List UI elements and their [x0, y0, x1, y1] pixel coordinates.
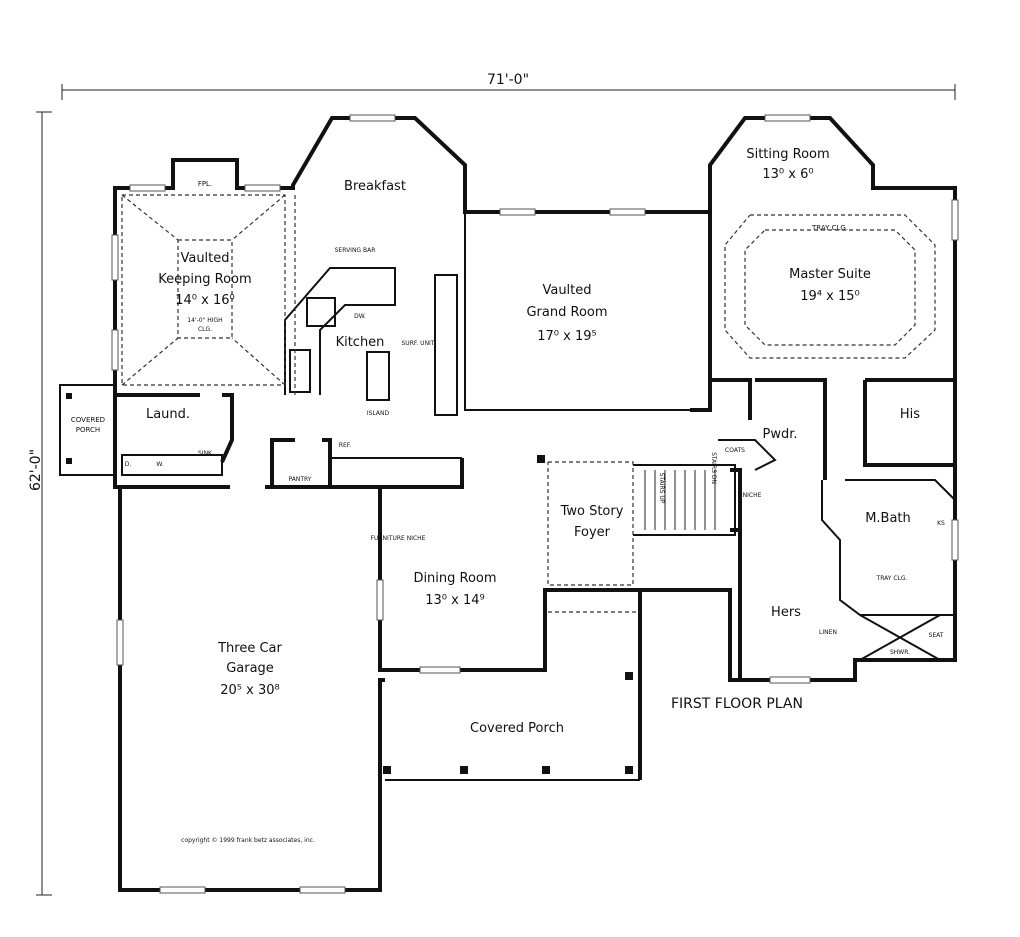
niche-label: NICHE: [743, 492, 762, 499]
side-porch-label-1: COVERED: [71, 416, 105, 424]
ks-label: KS: [937, 520, 945, 527]
refrigerator-label: REF.: [339, 442, 351, 449]
keeping-room-label-1: Vaulted: [180, 251, 229, 266]
pantry-label: PANTRY: [289, 476, 312, 483]
interior-walls: [115, 267, 956, 680]
bath-tray-ceiling-label: TRAY CLG.: [876, 575, 908, 582]
sitting-room-size: 13⁰ x 6⁰: [762, 167, 813, 182]
dryer-label: D.: [125, 461, 132, 468]
foyer-label-1: Two Story: [560, 504, 624, 519]
keeping-room-ceiling-note-2: CLG.: [198, 326, 212, 333]
sink-label: SINK: [198, 450, 213, 457]
seat-label: SEAT: [929, 632, 944, 639]
master-bath-label: M.Bath: [865, 511, 911, 526]
room-labels: FPL. Vaulted Keeping Room 14⁰ x 16⁰ 14'-…: [125, 147, 945, 844]
washer-label: W.: [156, 461, 163, 468]
garage-size: 20⁵ x 30⁸: [220, 683, 279, 698]
front-porch-label: Covered Porch: [470, 721, 564, 736]
side-porch: COVERED PORCH: [59, 384, 116, 476]
keeping-room-label-2: Keeping Room: [158, 272, 251, 287]
stairs-down-label: STAIRS DN: [710, 452, 717, 484]
fireplace-label: FPL.: [198, 180, 212, 188]
coats-label: COATS: [725, 447, 745, 454]
foyer-label-2: Foyer: [574, 525, 611, 540]
overall-width-dimension: 71'-0": [61, 72, 956, 100]
sitting-room-label: Sitting Room: [746, 147, 829, 162]
keeping-room-size: 14⁰ x 16⁰: [175, 293, 234, 308]
master-tray-ceiling-label: TRAY CLG.: [811, 224, 848, 232]
front-porch-posts: [383, 455, 633, 774]
side-porch-label-2: PORCH: [76, 426, 100, 434]
kitchen-label: Kitchen: [336, 335, 385, 350]
windows: [111, 114, 959, 894]
serving-bar-label: SERVING BAR: [335, 247, 376, 254]
overall-width-label: 71'-0": [487, 72, 529, 88]
linen-label: LINEN: [819, 629, 837, 636]
breakfast-label: Breakfast: [344, 179, 406, 194]
overall-depth-label: 62'-0": [28, 449, 44, 491]
keeping-room-ceiling-note-1: 14'-0" HIGH: [187, 317, 222, 324]
hers-closet-label: Hers: [771, 605, 801, 620]
shower-label: SHWR.: [890, 649, 910, 656]
master-suite-size: 19⁴ x 15⁰: [800, 289, 859, 304]
plan-title: FIRST FLOOR PLAN: [671, 696, 803, 712]
master-suite-label: Master Suite: [789, 267, 871, 282]
overall-depth-dimension: 62'-0": [28, 111, 52, 896]
dining-room-label: Dining Room: [413, 571, 496, 586]
laundry-label: Laund.: [146, 407, 190, 422]
garage-label-2: Garage: [226, 661, 274, 676]
his-closet-label: His: [900, 407, 920, 422]
exterior-walls: [113, 116, 957, 892]
grand-room-label-2: Grand Room: [526, 305, 607, 320]
surface-unit-label: SURF. UNIT: [402, 340, 435, 347]
grand-room-size: 17⁰ x 19⁵: [537, 329, 596, 344]
furniture-niche-label: FURNITURE NICHE: [371, 535, 426, 542]
dashed-ceiling-lines: [121, 194, 936, 613]
grand-room-label-1: Vaulted: [542, 283, 591, 298]
stairs-up-label: STAIRS UP: [658, 473, 665, 504]
island-label: ISLAND: [367, 410, 390, 417]
dishwasher-label: DW.: [354, 313, 366, 320]
dining-room-size: 13⁰ x 14⁹: [425, 593, 484, 608]
stairs: [633, 464, 736, 536]
copyright-note: copyright © 1999 frank betz associates, …: [181, 837, 315, 844]
powder-room-label: Pwdr.: [762, 427, 797, 442]
garage-label-1: Three Car: [217, 641, 282, 656]
